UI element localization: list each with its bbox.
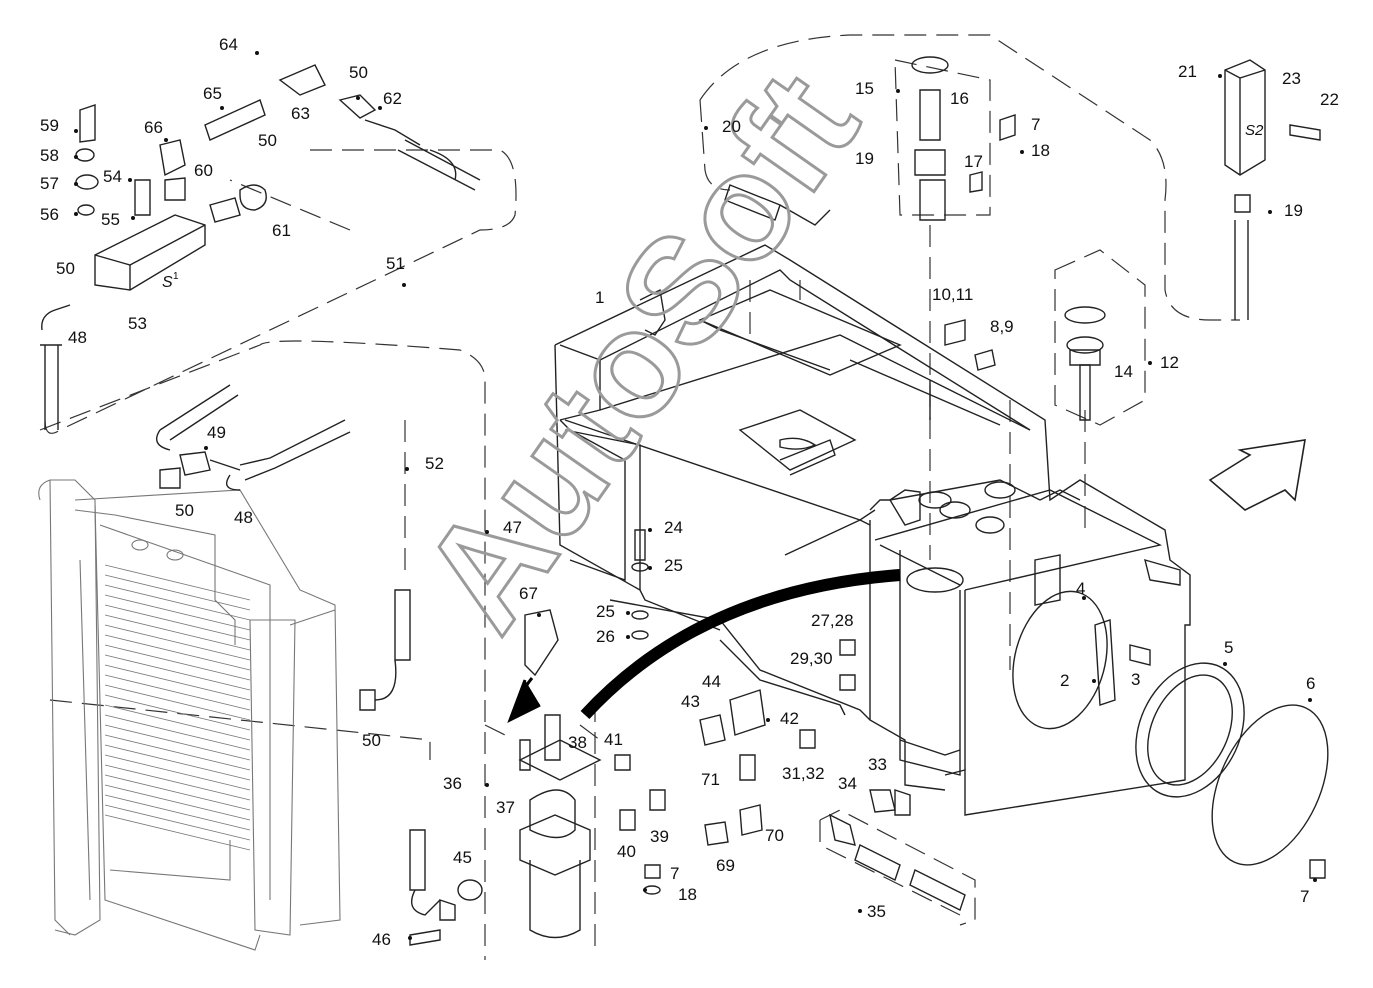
callout-37: 37 [496,798,515,817]
callout-46: 46 [372,930,391,949]
callout-39: 39 [650,827,669,846]
callout-35: 35 [867,902,886,921]
callout-4: 4 [1076,579,1085,598]
callout-18: 18 [678,885,697,904]
return-filter [518,714,602,939]
callout-55: 55 [101,210,120,229]
callout-8-9: 8,9 [990,317,1014,336]
callout-64: 64 [219,35,238,54]
callout-19: 19 [855,149,874,168]
callout-48: 48 [234,508,253,527]
callout-2: 2 [1060,671,1069,690]
callout-38: 38 [568,733,587,752]
callout-21: 21 [1178,62,1197,81]
callout-25: 25 [664,556,683,575]
line-art [38,34,1329,960]
callout-56: 56 [40,205,59,224]
callout-7: 7 [1300,887,1309,906]
dashed-boundaries [39,34,1240,960]
callout-71: 71 [701,770,720,789]
callout-34: 34 [838,774,857,793]
flow-arrow-head [507,679,541,724]
callout-5: 5 [1224,638,1233,657]
misc-fittings [359,114,1326,946]
callout-47: 47 [503,518,522,537]
callout-16: 16 [950,89,969,108]
callout-10-11: 10,11 [932,285,973,304]
callout-22: 22 [1320,90,1339,109]
callout-53: 53 [128,314,147,333]
callout-3: 3 [1131,670,1140,689]
callout-50: 50 [56,259,75,278]
callout-50: 50 [349,63,368,82]
callout-52: 52 [425,454,444,473]
callout-31-32: 31,32 [782,764,825,783]
callout-7: 7 [670,864,679,883]
manifold-s2 [1224,59,1321,320]
manifold-s1-label: S [162,274,173,291]
callout-6: 6 [1306,674,1315,693]
callout-49: 49 [207,423,226,442]
direction-arrow [1208,439,1306,511]
callout-48: 48 [68,328,87,347]
tank-frame [554,244,1191,816]
callout-20: 20 [722,117,741,136]
callout-labels: 64 50 65 62 59 66 50 63 58 60 54 57 56 5… [40,35,1339,949]
leader-dots [74,51,1317,940]
callout-27-28: 27,28 [811,611,854,630]
callout-50: 50 [175,501,194,520]
callout-51: 51 [386,254,405,273]
callout-69: 69 [716,856,735,875]
callout-33: 33 [868,755,887,774]
watermark: AutoSoft [387,42,891,660]
callout-63: 63 [291,104,310,123]
callout-59: 59 [40,116,59,135]
callout-57: 57 [40,174,59,193]
callout-70: 70 [765,826,784,845]
cover-rings [1012,590,1329,866]
callout-15: 15 [855,79,874,98]
flow-arrow [580,569,901,720]
callout-44: 44 [702,672,721,691]
callout-25: 25 [596,602,615,621]
callout-50: 50 [362,731,381,750]
manifold-s1-superscript: 1 [173,271,179,282]
callout-50: 50 [258,131,277,150]
manifold-s2-label: S2 [1245,122,1264,139]
callout-60: 60 [194,161,213,180]
manifold-s1-group [40,64,481,430]
callout-65: 65 [203,84,222,103]
breather-14 [1064,306,1106,421]
callout-58: 58 [40,146,59,165]
callout-26: 26 [596,627,615,646]
flow-arrow-tail [513,677,534,716]
filler-16 [724,56,949,226]
callout-17: 17 [964,152,983,171]
callout-61: 61 [272,221,291,240]
callout-43: 43 [681,692,700,711]
callout-42: 42 [780,709,799,728]
callout-29-30: 29,30 [790,649,833,668]
callout-12: 12 [1160,353,1179,372]
callout-62: 62 [383,89,402,108]
hose-49-group [156,384,351,491]
callout-54: 54 [103,167,122,186]
callout-67: 67 [519,584,538,603]
cooler-assembly [38,479,341,951]
callout-40: 40 [617,842,636,861]
watermark-text: AutoSoft [389,43,890,658]
callout-23: 23 [1282,69,1301,88]
callout-24: 24 [664,518,683,537]
callout-14: 14 [1114,362,1133,381]
callout-7: 7 [1031,115,1040,134]
callout-19: 19 [1284,201,1303,220]
callout-41: 41 [604,730,623,749]
callout-1: 1 [595,288,604,307]
callout-66: 66 [144,118,163,137]
callout-45: 45 [453,848,472,867]
callout-18: 18 [1031,141,1050,160]
callout-36: 36 [443,774,462,793]
